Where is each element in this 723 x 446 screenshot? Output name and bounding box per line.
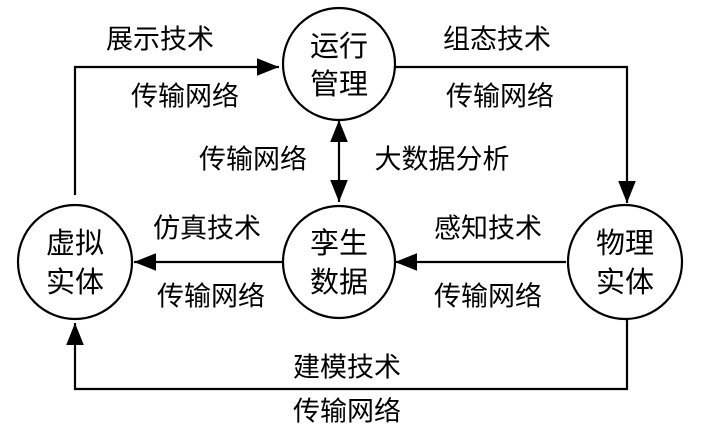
label-display-tech: 展示技术 [106, 25, 214, 56]
node-physical-line2: 实体 [596, 265, 654, 299]
edge-ops-to-physical [394, 65, 636, 203]
node-physical-entity: 物理 实体 [566, 203, 684, 321]
label-virtual-ops-network: 传输网络 [131, 82, 239, 113]
node-twin-line2: 数据 [310, 265, 368, 299]
label-physical-virtual-network: 传输网络 [293, 397, 401, 428]
label-big-data-analysis: 大数据分析 [375, 145, 510, 176]
node-virtual-entity: 虚拟 实体 [16, 203, 134, 321]
edge-virtual-to-ops [73, 58, 279, 195]
label-ops-twin-network: 传输网络 [199, 145, 307, 176]
edge-physical-to-virtual [66, 320, 629, 391]
label-sensing-tech: 感知技术 [434, 214, 542, 245]
node-ops-line2: 管理 [310, 67, 368, 101]
label-simulation-tech: 仿真技术 [153, 214, 261, 245]
label-modeling-tech: 建模技术 [293, 353, 401, 384]
node-twin-line1: 孪生 [310, 226, 368, 260]
label-physical-twin-network: 传输网络 [434, 282, 542, 313]
label-ops-physical-network: 传输网络 [446, 82, 554, 113]
node-virtual-line1: 虚拟 [46, 226, 104, 260]
node-ops-management: 运行 管理 [281, 6, 397, 122]
node-virtual-line2: 实体 [46, 265, 104, 299]
node-ops-line1: 运行 [310, 29, 368, 63]
label-config-tech: 组态技术 [443, 25, 551, 56]
node-twin-data: 孪生 数据 [281, 204, 397, 320]
label-twin-virtual-network: 传输网络 [157, 282, 265, 313]
node-physical-line1: 物理 [596, 226, 654, 260]
